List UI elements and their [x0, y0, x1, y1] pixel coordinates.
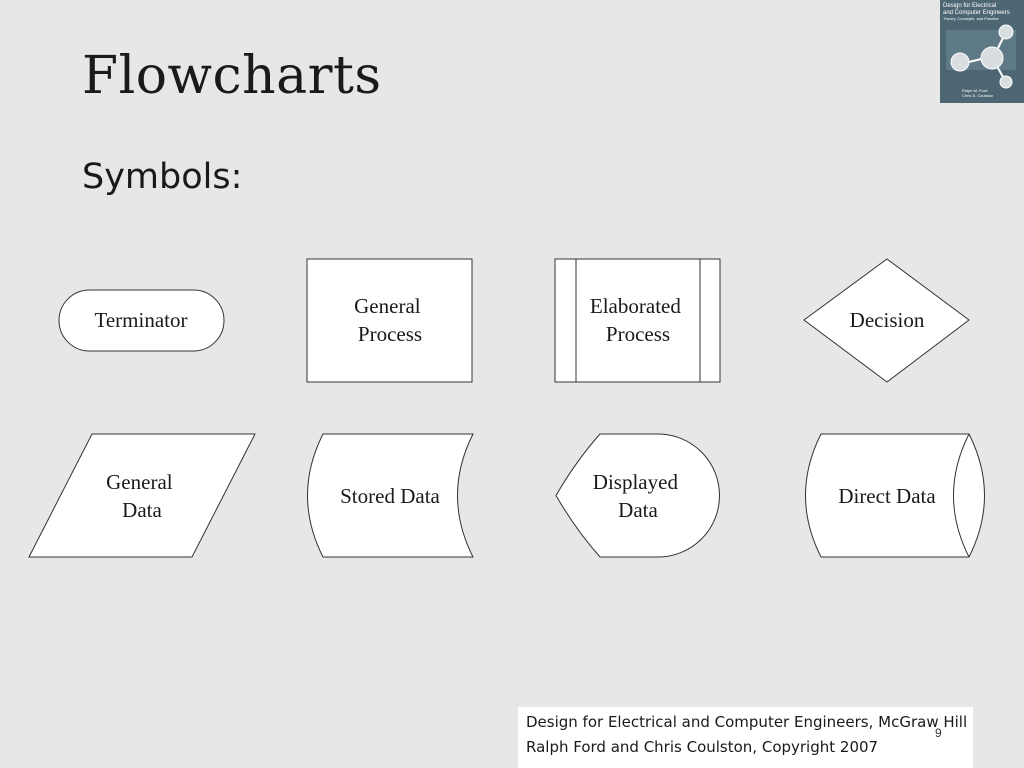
citation-line2: Ralph Ford and Chris Coulston, Copyright…	[526, 738, 878, 756]
general-process-shape	[307, 259, 472, 382]
direct-data-label: Direct Data	[838, 484, 936, 508]
stored-data-label: Stored Data	[340, 484, 440, 508]
stored-data-symbol: Stored Data	[308, 434, 474, 557]
elaborated-process-symbol: Elaborated Process	[555, 259, 720, 382]
decision-symbol: Decision	[804, 259, 969, 382]
general-data-symbol: General Data	[29, 434, 255, 557]
citation-line1: Design for Electrical and Computer Engin…	[526, 713, 967, 731]
displayed-data-shape	[556, 434, 719, 557]
page-number: 9	[935, 726, 942, 740]
direct-data-symbol: Direct Data	[806, 434, 985, 557]
displayed-data-symbol: Displayed Data	[556, 434, 719, 557]
citation-box: Design for Electrical and Computer Engin…	[518, 707, 973, 768]
general-process-symbol: General Process	[307, 259, 472, 382]
terminator-label: Terminator	[95, 308, 188, 332]
terminator-symbol: Terminator	[59, 290, 224, 351]
decision-label: Decision	[850, 308, 925, 332]
general-data-shape	[29, 434, 255, 557]
elaborated-process-shape	[555, 259, 720, 382]
